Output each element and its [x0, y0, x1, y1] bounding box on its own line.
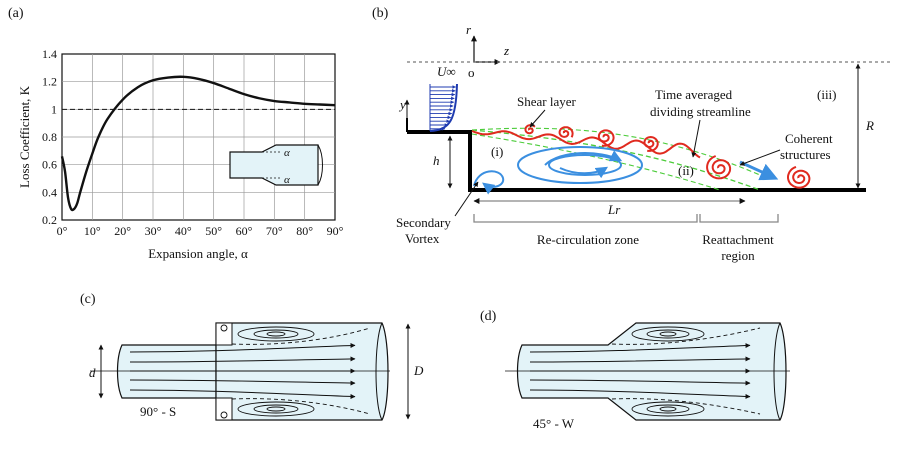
inlet-diameter-label: d	[89, 365, 96, 380]
streamlines-c	[129, 343, 356, 399]
secondary-vortex-pointer	[454, 181, 479, 217]
streamline	[529, 343, 751, 353]
spiral-vortex	[643, 135, 659, 152]
region-ii-label: (ii)	[678, 163, 694, 178]
loss-coefficient-curve	[60, 75, 336, 212]
y-tick-label: 0.6	[42, 158, 57, 172]
recirculation-zone-label: Re-circulation zone	[537, 232, 639, 247]
inset-angle-label-bottom: α	[284, 174, 290, 186]
panel-d: (d) 45° - W	[480, 309, 790, 431]
step-block-bottom	[215, 397, 233, 421]
recirculation-zone-bracket	[473, 214, 698, 223]
shear-layer-edge-upper	[471, 127, 761, 176]
x-tick-label: 10°	[84, 224, 101, 238]
panel-c-label: (c)	[80, 292, 96, 307]
streamline	[129, 389, 356, 399]
y-tick-label: 1	[51, 102, 57, 116]
x-tick-label: 70°	[266, 224, 283, 238]
y-tick-label: 0.2	[42, 213, 57, 227]
spiral-vortex	[597, 129, 615, 147]
outlet-pipe-end	[375, 322, 383, 421]
streamline	[129, 356, 356, 363]
reattachment-region-bracket	[699, 214, 779, 223]
streamline-pointer	[691, 119, 701, 158]
reattachment-length-label: Lr	[607, 202, 621, 217]
spiral-vortex	[706, 155, 732, 180]
inlet-velocity-profile	[429, 83, 458, 132]
y-tick-label: 1.4	[42, 47, 57, 61]
radius-label: R	[865, 118, 874, 133]
spiral-vortex	[558, 126, 574, 138]
origin-label: o	[468, 65, 475, 80]
coherent-pointer	[739, 149, 781, 166]
panel-d-label: (d)	[480, 309, 497, 324]
streamline-label-line2: dividing streamline	[650, 104, 751, 119]
y-tick-label: 0.4	[42, 185, 57, 199]
streamlines-d	[529, 343, 751, 399]
coherent-label-line2: structures	[780, 147, 831, 162]
region-iii-label: (iii)	[817, 87, 837, 102]
streamline	[529, 389, 751, 399]
panel-b-label: (b)	[372, 6, 389, 21]
panel-d-caption: 45° - W	[533, 416, 575, 431]
streamline	[129, 343, 356, 353]
x-tick-label: 80°	[296, 224, 313, 238]
streamline	[529, 356, 751, 363]
y-axis-label: y	[398, 97, 406, 112]
x-tick-label: 40°	[175, 224, 192, 238]
secondary-vortex-label-line1: Secondary	[396, 215, 451, 230]
recirculation-vortex	[517, 146, 643, 184]
panel-a-label: (a)	[8, 6, 24, 21]
r-axis-label: r	[466, 22, 472, 37]
x-tick-label: 30°	[145, 224, 162, 238]
shear-layer-pointer	[529, 109, 546, 128]
y-tick-label: 1.2	[42, 75, 57, 89]
shear-layer-wave	[471, 130, 701, 159]
step-block-top	[215, 322, 233, 346]
x-tick-label: 60°	[236, 224, 253, 238]
x-tick-label: 0°	[57, 224, 68, 238]
inset-expansion-sketch: α α	[229, 144, 323, 186]
panel-a: (a) 0.2 0.4 0.6 0.8 1 1.2 1.4 0° 10° 20° 30° 40° 50…	[8, 6, 344, 261]
reattachment-label-line1: Reattachment	[702, 232, 774, 247]
diffuser-pipe-end	[773, 322, 781, 421]
grid	[62, 54, 335, 220]
y-tick-label: 0.8	[42, 130, 57, 144]
reattachment-label-line2: region	[721, 248, 755, 263]
outlet-diameter-label: D	[413, 363, 424, 378]
shear-layer-label: Shear layer	[517, 94, 577, 109]
streamline	[129, 379, 356, 386]
inset-angle-label-top: α	[284, 147, 290, 159]
shear-layer-vortices	[471, 124, 811, 189]
panel-b: (b) r z o y U∞ h R	[372, 6, 890, 263]
y-axis-title: Loss Coefficient, K	[17, 85, 32, 188]
x-tick-label: 90°	[327, 224, 344, 238]
shear-layer-edge-lower	[471, 133, 721, 191]
panel-c: (c) d D 90° - S	[80, 292, 424, 421]
z-axis-label: z	[503, 43, 509, 58]
secondary-vortex-label-line2: Vortex	[405, 231, 440, 246]
freestream-velocity-label: U∞	[437, 64, 456, 79]
x-tick-label: 20°	[114, 224, 131, 238]
step-wall	[407, 130, 866, 192]
streamline-label-line1: Time averaged	[655, 87, 733, 102]
recirculation-cells-c	[220, 324, 371, 419]
secondary-vortex	[473, 170, 505, 195]
x-tick-labels: 0° 10° 20° 30° 40° 50° 60° 70° 80° 90°	[57, 224, 344, 238]
spiral-vortex	[524, 124, 536, 135]
x-axis-title: Expansion angle, α	[148, 246, 248, 261]
region-i-label: (i)	[491, 144, 503, 159]
convection-arrow	[739, 160, 779, 181]
recirculation-cells-d	[611, 326, 761, 417]
spiral-vortex	[787, 165, 811, 189]
streamline	[529, 379, 751, 386]
coherent-label-line1: Coherent	[785, 131, 833, 146]
step-height-label: h	[433, 153, 440, 168]
panel-c-caption: 90° - S	[140, 404, 176, 419]
x-tick-label: 50°	[205, 224, 222, 238]
y-tick-labels: 0.2 0.4 0.6 0.8 1 1.2 1.4	[42, 47, 57, 227]
